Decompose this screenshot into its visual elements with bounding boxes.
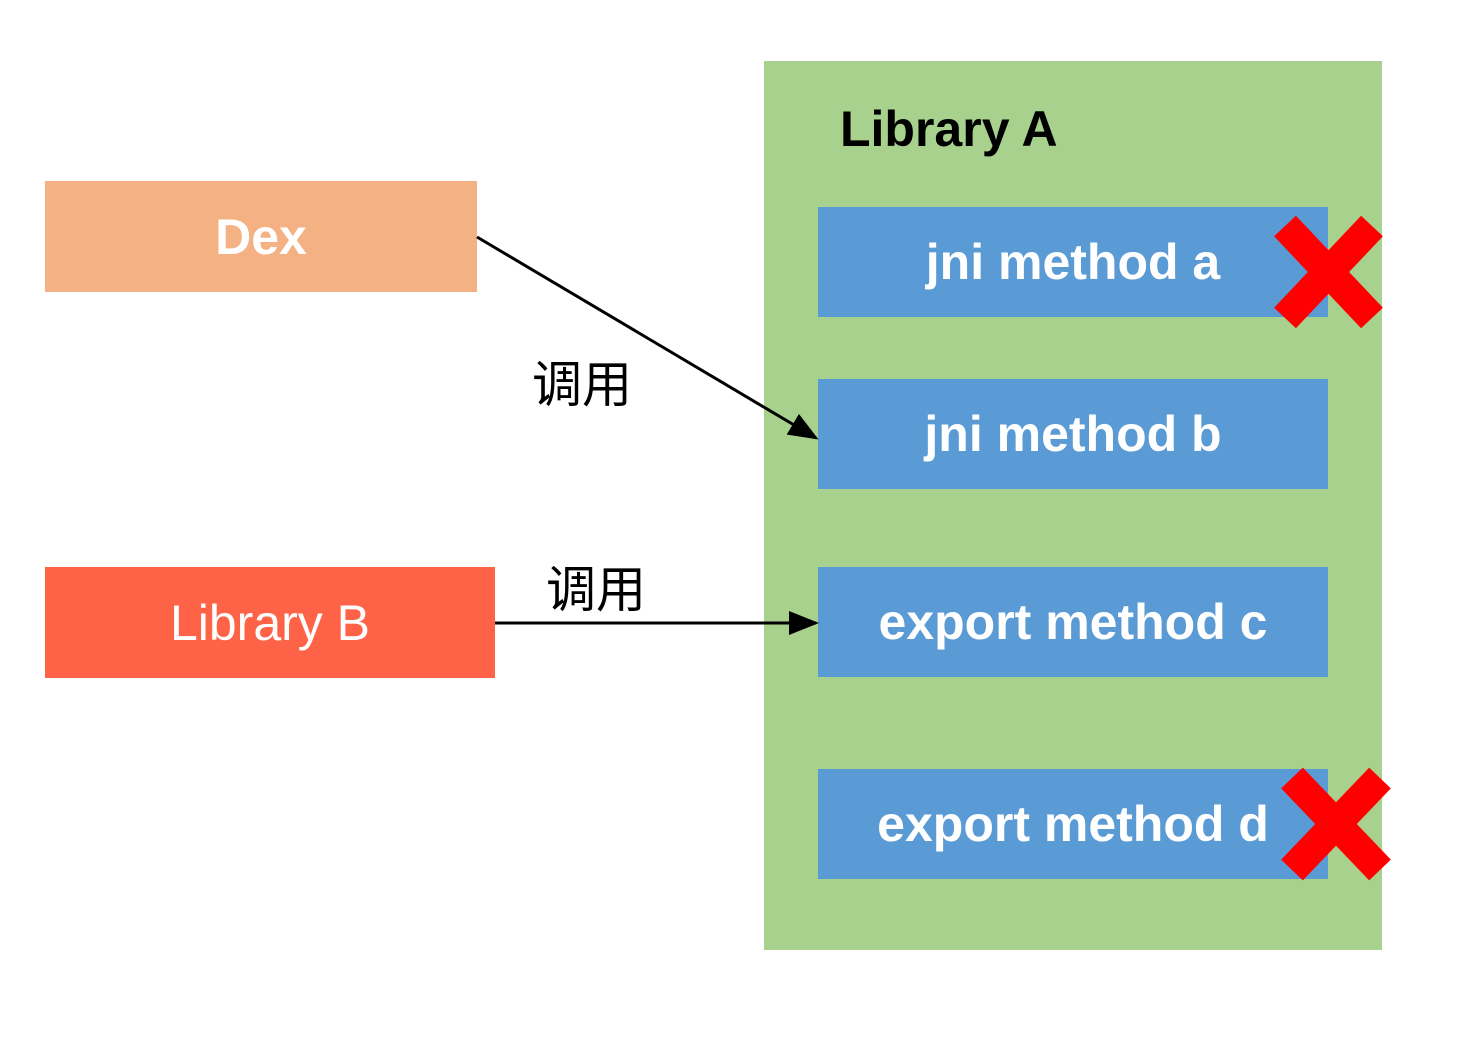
method-export-c: export method c <box>818 567 1328 677</box>
dex-label: Dex <box>215 208 307 265</box>
method-label: export method c <box>878 594 1268 650</box>
library-b-box: Library B <box>45 567 495 678</box>
dex-box: Dex <box>45 181 477 292</box>
library-b-label: Library B <box>169 594 371 651</box>
method-jni-b: jni method b <box>818 379 1328 489</box>
method-jni-a: jni method a <box>818 207 1328 317</box>
call-label-library-b: 调用 <box>546 561 646 619</box>
call-label-dex: 调用 <box>532 356 632 414</box>
method-label: export method d <box>877 796 1269 852</box>
method-label: jni method a <box>925 234 1221 290</box>
library-a-title: Library A <box>840 101 1058 157</box>
method-export-d: export method d <box>818 769 1328 879</box>
method-label: jni method b <box>924 406 1222 462</box>
